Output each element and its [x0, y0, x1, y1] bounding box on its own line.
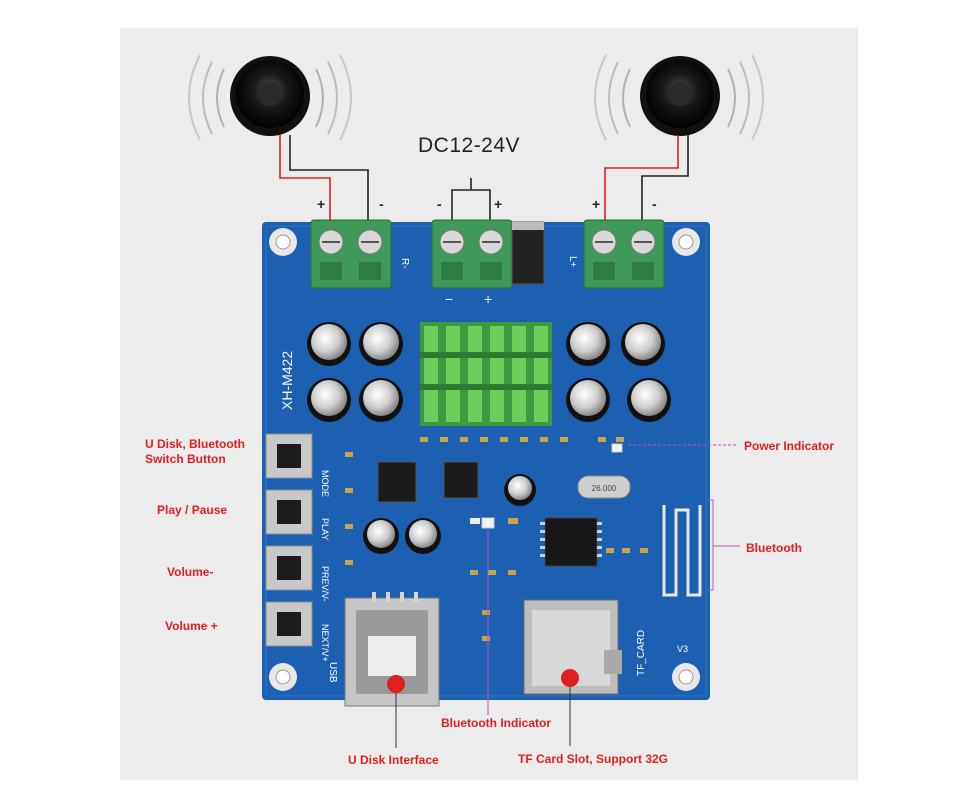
- power-minus-silk: −: [445, 291, 453, 307]
- tf-callout-dot: [561, 669, 579, 687]
- usb-silk-label: USB: [327, 662, 338, 683]
- callout-leader-lines: [395, 444, 740, 748]
- left-speaker-minus-sign: -: [652, 196, 657, 212]
- left-speaker-terminal: [583, 219, 665, 289]
- bluetooth-label: Bluetooth: [746, 541, 802, 555]
- power-plus-silk: +: [484, 291, 492, 307]
- l-channel-silk-label: L+: [567, 256, 578, 268]
- left-speaker-plus-sign: +: [592, 196, 601, 212]
- right-speaker-minus-sign: -: [379, 196, 384, 212]
- usb-callout-dot: [387, 675, 405, 693]
- speaker-wires: [279, 135, 689, 232]
- udisk-bluetooth-switch-line2: Switch Button: [145, 452, 226, 466]
- protection-diode: [511, 221, 545, 285]
- tf-card-slot-label: TF Card Slot, Support 32G: [518, 752, 669, 766]
- right-speaker-terminal: [310, 219, 392, 289]
- next-silk-label: NEXT/V+: [320, 624, 330, 662]
- prev-silk-label: PREV/V-: [320, 566, 330, 602]
- power-terminal: [431, 219, 513, 289]
- tf-card-silk-label: TF_CARD: [636, 630, 647, 676]
- volume-minus-label: Volume-: [167, 565, 214, 579]
- version-silk-label: V3: [677, 644, 688, 654]
- udisk-interface-label: U Disk Interface: [348, 753, 439, 767]
- volume-plus-label: Volume +: [165, 619, 218, 633]
- right-speaker-plus-sign: +: [317, 196, 326, 212]
- left-channel-speaker-icon: [594, 54, 764, 141]
- board-silkscreen: XH-M422 MODE PLAY PREV/V- NEXT/V+ USB TF…: [279, 256, 688, 683]
- amplifier-heatsink: [420, 322, 552, 426]
- voltage-regulators: [377, 461, 479, 503]
- filter-capacitors: [307, 322, 671, 554]
- play-pause-label: Play / Pause: [157, 503, 228, 517]
- power-indicator-label: Power Indicator: [744, 439, 835, 453]
- play-silk-label: PLAY: [320, 518, 330, 540]
- push-buttons: [265, 433, 313, 647]
- supply-voltage-title: DC12-24V: [418, 134, 521, 157]
- power-plus-sign: +: [494, 196, 503, 212]
- smd-components: [345, 437, 648, 641]
- mode-silk-label: MODE: [320, 470, 330, 497]
- power-minus-sign: -: [437, 196, 442, 212]
- crystal-label: 26.000: [592, 484, 617, 493]
- bluetooth-chip: [540, 517, 602, 567]
- udisk-bluetooth-switch-label: U Disk, Bluetooth Switch Button: [145, 437, 245, 467]
- bluetooth-indicator-label: Bluetooth Indicator: [441, 716, 551, 730]
- bluetooth-antenna-trace: [662, 505, 702, 597]
- crystal-oscillator: 26.000: [577, 475, 631, 499]
- indicator-leds: [481, 443, 623, 529]
- udisk-bluetooth-switch-line1: U Disk, Bluetooth: [145, 437, 246, 451]
- right-channel-speaker-icon: [188, 54, 352, 141]
- r-channel-silk-label: R-: [399, 258, 410, 269]
- board-model-label: XH-M422: [279, 351, 295, 410]
